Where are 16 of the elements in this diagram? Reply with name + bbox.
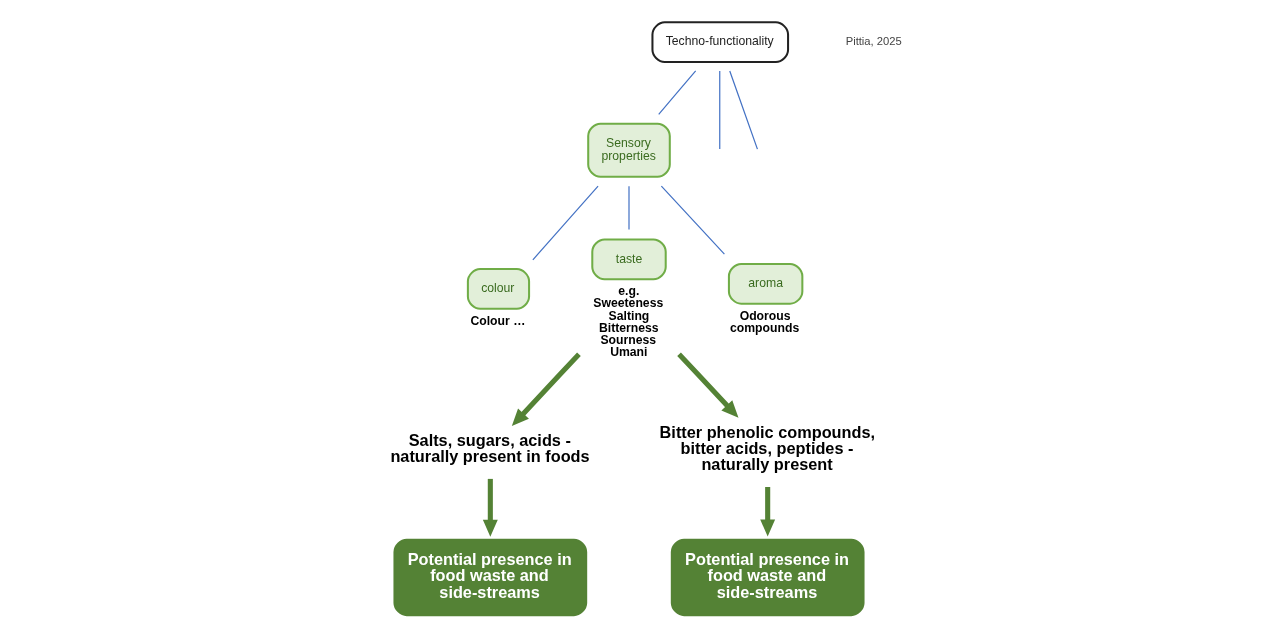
label: Pittia, 2025 xyxy=(845,34,902,47)
node-text: Bitter phenolic compounds, bitter acids, peptides - naturally present xyxy=(659,422,876,474)
connector xyxy=(532,185,599,261)
node-text: Salts, sugars, acids - naturally present in foods xyxy=(390,430,590,466)
node-label: e.g. Sweeteness Salting Bitterness Sourness Umani xyxy=(593,284,664,360)
arrow xyxy=(482,478,498,537)
arrow xyxy=(677,352,739,418)
node-label: Odorous compounds xyxy=(729,308,800,335)
connector xyxy=(729,70,759,150)
node-label: Colour … xyxy=(470,313,526,328)
connector xyxy=(658,70,697,115)
arrow xyxy=(511,352,581,426)
arrow xyxy=(760,487,776,537)
connector xyxy=(719,70,721,150)
connector xyxy=(660,185,725,255)
connector xyxy=(628,185,630,231)
